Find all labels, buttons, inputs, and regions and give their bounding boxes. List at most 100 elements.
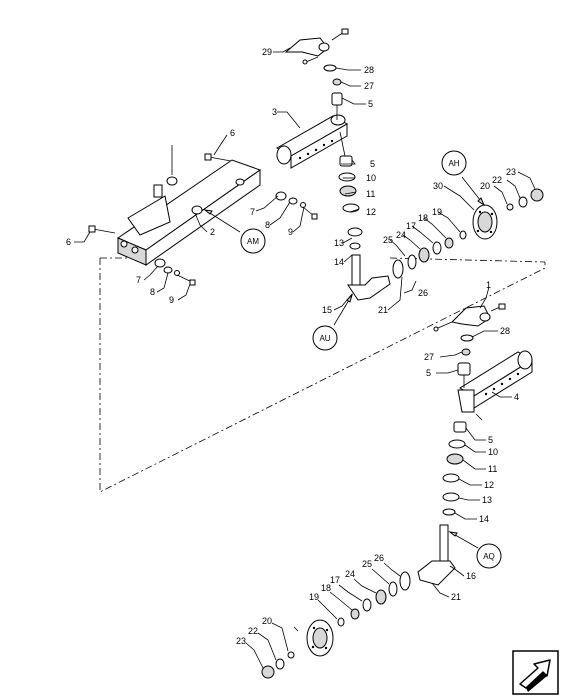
bearing-18-b	[350, 608, 360, 620]
svg-text:AM: AM	[247, 237, 259, 246]
next-page-arrow-icon[interactable]	[512, 650, 559, 695]
bushing-5-d	[453, 421, 467, 433]
part-label: 7	[250, 207, 255, 217]
nut-20-a	[506, 203, 514, 211]
bushing-5-c	[457, 362, 471, 376]
part-label: 14	[334, 257, 344, 267]
part-label: 2	[210, 227, 215, 237]
part-label: 10	[366, 173, 376, 183]
part-label: 19	[432, 207, 442, 217]
part-label: 27	[364, 81, 374, 91]
ring-25-b	[388, 581, 398, 597]
part-label: 7	[136, 275, 141, 285]
part-label: 28	[364, 65, 374, 75]
svg-text:AQ: AQ	[483, 552, 495, 561]
part-label: 5	[370, 159, 375, 169]
steering-arm-clamp-upper	[284, 28, 349, 65]
washer-13-b	[442, 492, 460, 502]
part-label: 25	[383, 235, 393, 245]
part-label: 12	[366, 207, 376, 217]
part-label: 28	[500, 326, 510, 336]
part-label: 21	[378, 305, 388, 315]
bearing-18-a	[444, 237, 454, 249]
part-label: 5	[488, 435, 493, 445]
washer-10-b	[448, 439, 466, 449]
part-label: 6	[66, 237, 71, 247]
part-label: 12	[484, 480, 494, 490]
race-17-a	[432, 241, 442, 255]
part-label: 17	[406, 221, 416, 231]
part-label: 4	[514, 392, 519, 402]
bushing-5-b	[339, 155, 353, 167]
leader-lines	[74, 47, 536, 669]
part-label: 20	[480, 181, 490, 191]
washer-22-a	[518, 196, 528, 208]
seal-27-upper	[332, 78, 342, 86]
snap-ring-12-a	[342, 203, 360, 213]
part-label: 16	[466, 571, 476, 581]
part-label: 21	[451, 592, 461, 602]
wheel-hub-upper	[472, 204, 498, 240]
bearing-24-b	[375, 589, 387, 605]
part-label: 24	[345, 569, 355, 579]
cap-23-a	[530, 188, 544, 202]
part-label: 10	[488, 447, 498, 457]
hardware-7-8-9-lower	[154, 258, 196, 286]
part-label: 22	[248, 626, 258, 636]
part-label: 23	[506, 167, 516, 177]
part-label: 13	[482, 495, 492, 505]
seal-14-a	[349, 242, 361, 250]
seal-26-b	[399, 571, 411, 591]
washer-22-b	[275, 658, 285, 670]
extension-tube-lower	[457, 350, 533, 421]
part-label: 20	[262, 616, 272, 626]
axle-beam	[116, 145, 262, 266]
bearing-11-b	[446, 453, 464, 465]
washer-28-lower	[460, 334, 474, 342]
part-label: 19	[309, 592, 319, 602]
svg-text:AH: AH	[448, 159, 459, 168]
nut-20-b	[287, 651, 295, 659]
seal-14-b	[442, 508, 456, 516]
callout-aq: AQ	[476, 543, 502, 569]
race-19-a	[459, 230, 467, 240]
callout-am-arrow	[204, 209, 241, 233]
part-label: 8	[265, 220, 270, 230]
snap-ring-12-b	[442, 473, 460, 483]
part-labels: 29 28 27 5 3 6 5 10 11 12 7 8 9 2 6 7 8 …	[66, 47, 519, 646]
part-label: 24	[396, 230, 406, 240]
ring-25-a	[407, 254, 417, 270]
race-19-b	[337, 617, 345, 627]
hardware-7-8-9-upper	[275, 191, 318, 220]
part-label: 18	[321, 583, 331, 593]
bolt-6-upper	[204, 153, 232, 162]
callout-am: AM	[240, 228, 266, 254]
part-label: 18	[418, 213, 428, 223]
part-label: 6	[230, 128, 235, 138]
part-label: 11	[488, 464, 497, 474]
spindle-upper	[347, 254, 391, 301]
part-label: 13	[334, 238, 344, 248]
extension-tube-upper	[275, 114, 349, 169]
seal-26-a	[392, 259, 404, 279]
part-label: 30	[433, 181, 443, 191]
bolt-6-lower	[88, 225, 116, 234]
bearing-11-a	[339, 185, 357, 197]
washer-13-a	[347, 227, 363, 237]
part-label: 5	[426, 368, 431, 378]
spindle-lower	[417, 524, 456, 586]
steering-arm-clamp-lower	[433, 303, 506, 332]
part-label: 1	[486, 280, 491, 290]
part-label: 25	[362, 559, 372, 569]
part-label: 26	[418, 288, 428, 298]
washer-10-a	[338, 172, 356, 182]
callout-au: AU	[312, 325, 338, 351]
washer-28-upper	[323, 64, 337, 72]
callout-ah: AH	[441, 150, 467, 176]
part-label: 29	[262, 47, 272, 57]
part-label: 9	[169, 295, 174, 305]
race-17-b	[362, 598, 372, 612]
part-label: 9	[288, 227, 293, 237]
bearing-24-a	[418, 247, 430, 263]
